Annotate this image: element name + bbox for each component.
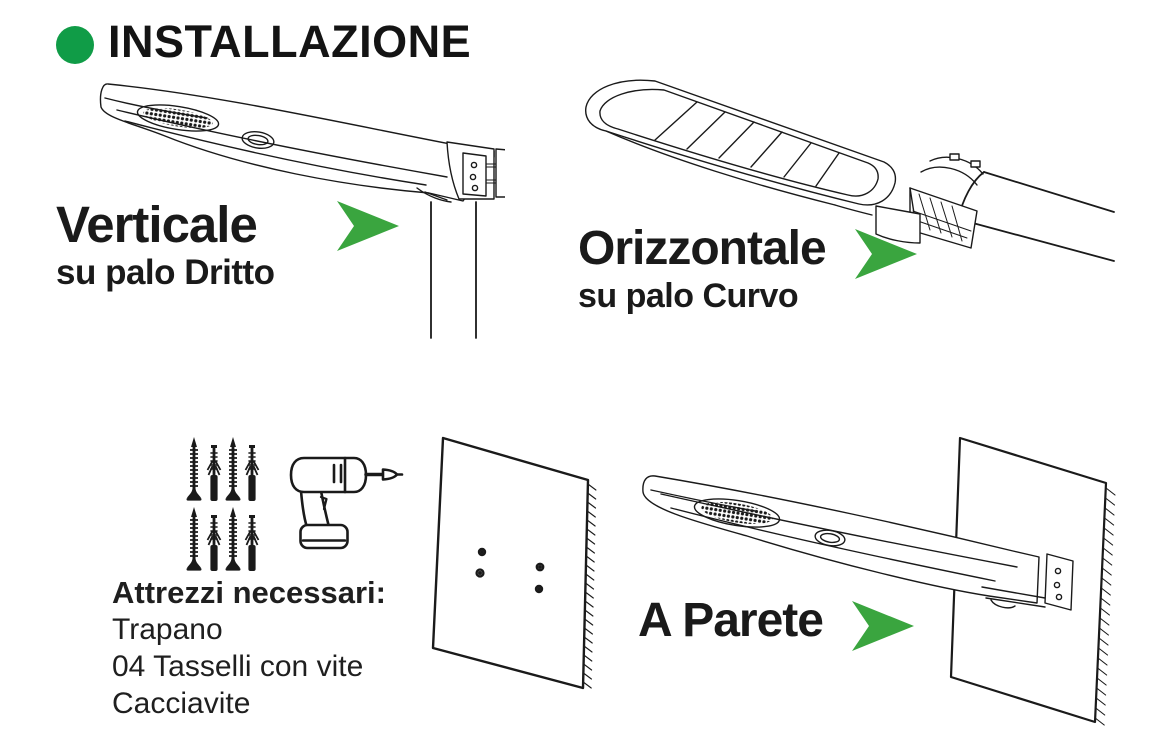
drill-icon [289, 456, 404, 550]
mounting-holes [475, 547, 545, 594]
tool-item: 04 Tasselli con vite [112, 650, 364, 683]
wall-anchor-icon [244, 444, 260, 502]
arrow-right-icon [855, 229, 917, 279]
section-horizontal-label: Orizzontale su palo Curvo [578, 222, 827, 315]
wall-install-illustration [642, 436, 1116, 726]
lamp-tail [875, 205, 921, 244]
horizontal-install-illustration [585, 79, 1115, 262]
green-dot [56, 26, 94, 64]
arrowhead [855, 229, 917, 279]
wall-plate-illustration [431, 436, 597, 690]
arrowhead [852, 601, 914, 651]
lamp-body [99, 83, 495, 202]
wall-title: A Parete [638, 594, 824, 647]
wall-mounting-bracket [981, 553, 1074, 611]
tool-item: Cacciavite [112, 687, 251, 720]
solar-panel [585, 79, 897, 206]
solar-panel-dividers [654, 101, 840, 187]
horizontal-title: Orizzontale [578, 222, 827, 275]
wall-hatching [582, 483, 597, 689]
light-sensor [241, 131, 275, 149]
screw-icon [185, 506, 203, 572]
wall-hatching [1094, 487, 1116, 726]
horizontal-subtitle: su palo Curvo [578, 276, 799, 315]
tools-illustration [185, 436, 404, 572]
pole-clamp [909, 153, 984, 249]
wall-anchor-icon [244, 514, 260, 572]
wall-anchor-icon [206, 514, 222, 572]
screw-icon [224, 436, 242, 502]
pole-mounting-bracket [416, 141, 505, 203]
green-dot-icon [56, 26, 94, 64]
curved-pole [957, 171, 1115, 262]
vertical-install-illustration [99, 83, 505, 339]
vertical-subtitle: su palo Dritto [56, 253, 275, 293]
arrow-right-icon [852, 601, 914, 651]
page-title: INSTALLAZIONE [108, 16, 472, 67]
section-wall-label: A Parete [638, 594, 824, 647]
arrowhead [337, 201, 399, 251]
lamp-grille [693, 498, 781, 528]
screw-icon [224, 506, 242, 572]
wall-anchor-icon [206, 444, 222, 502]
straight-pole [430, 201, 477, 339]
wall-panel [431, 436, 590, 690]
tools-heading: Attrezzi necessari: [112, 575, 386, 610]
tool-item: Trapano [112, 613, 223, 646]
light-sensor [814, 529, 846, 547]
tools-list: Attrezzi necessari: Trapano 04 Tasselli … [112, 574, 386, 722]
section-vertical-label: Verticale su palo Dritto [56, 198, 275, 293]
screw-icon [185, 436, 203, 502]
arrow-right-icon [337, 201, 399, 251]
lamp-grille [136, 104, 220, 132]
vertical-title: Verticale [56, 196, 258, 253]
